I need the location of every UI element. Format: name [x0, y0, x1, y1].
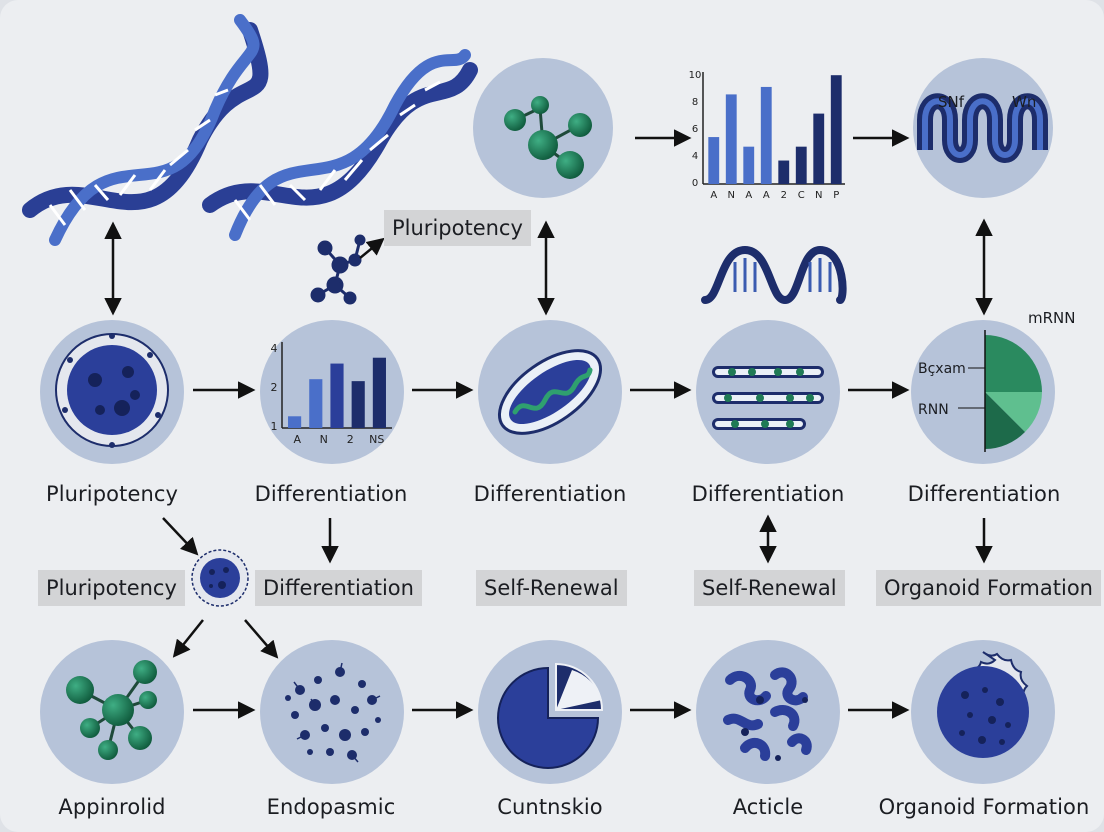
pie-label-mid: Bçxam: [918, 361, 966, 377]
wave-label-right: Wn: [1012, 93, 1036, 111]
x-tick-label: A: [763, 190, 770, 201]
y-tick-label: 6: [692, 124, 698, 135]
bar: [795, 146, 807, 184]
arrow-to-floating-tag: [359, 237, 385, 259]
node-pie-slice: [478, 640, 622, 784]
bar: [760, 86, 772, 184]
y-tick-label: 4: [271, 342, 278, 355]
row4-label-4: Acticle: [732, 795, 804, 819]
x-tick-label: A: [710, 190, 717, 201]
pie-label-bottom: RNN: [918, 402, 949, 418]
wave-label-left: SNf: [938, 93, 965, 111]
bar: [743, 146, 755, 184]
row3-tag-3: Self-Renewal: [476, 570, 627, 606]
node-green-network: [40, 640, 184, 784]
bar: [309, 379, 323, 428]
node-organoid: [911, 640, 1055, 784]
row4-label-3: Cuntnskio: [497, 795, 603, 819]
bar: [778, 160, 790, 184]
x-tick-label: C: [798, 190, 805, 201]
node-scattered-particles: [260, 640, 404, 784]
node-wave: [913, 58, 1053, 198]
x-tick-label: N: [728, 190, 735, 201]
floating-tag-pluripotency: Pluripotency: [384, 210, 531, 246]
arrows: [104, 129, 993, 719]
small-cell-icon: [191, 549, 249, 607]
dna-helix-left: [22, 14, 269, 246]
bar: [351, 381, 365, 428]
y-tick-label: 1: [271, 420, 278, 433]
bar: [708, 137, 720, 184]
x-tick-label: P: [833, 190, 839, 201]
node-endoplasmic-reticulum: [696, 320, 840, 464]
bar: [288, 416, 302, 428]
y-tick-label: 0: [692, 178, 698, 189]
x-tick-label: 2: [347, 433, 354, 446]
y-tick-label: 4: [692, 151, 698, 162]
x-tick-label: 2: [781, 190, 787, 201]
row4-label-5: Organoid Formation: [878, 795, 1090, 819]
row3-tag-5: Organoid Formation: [876, 570, 1101, 606]
bar: [330, 363, 344, 428]
bar: [725, 94, 737, 184]
y-tick-label: 8: [692, 97, 698, 108]
row2-label-5: Differentiation: [907, 482, 1061, 506]
node-protein-folds: [696, 640, 840, 784]
hairpin-rna-icon: [701, 245, 847, 305]
bar: [830, 75, 842, 184]
dna-helix-right: [202, 49, 478, 241]
y-tick-label: 10: [689, 70, 702, 81]
pie-label-top: mRNN: [1028, 309, 1075, 327]
row3-tag-4: Self-Renewal: [694, 570, 845, 606]
small-molecule-icon: [310, 234, 366, 305]
row4-label-1: Appinrolid: [58, 795, 166, 819]
node-pie-chart: [911, 320, 1055, 464]
row2-label-4: Differentiation: [691, 482, 845, 506]
bar: [813, 113, 825, 184]
x-tick-label: NS: [369, 433, 384, 446]
row3-tag-2: Differentiation: [255, 570, 422, 606]
row4-label-2: Endopasmic: [266, 795, 396, 819]
row2-label-3: Differentiation: [473, 482, 627, 506]
node-molecule-cluster: [473, 58, 613, 198]
node-mitochondrion: [478, 320, 622, 464]
x-tick-label: A: [293, 433, 301, 446]
x-tick-label: N: [320, 433, 328, 446]
x-tick-label: N: [815, 190, 822, 201]
node-stem-cell: [40, 320, 184, 464]
y-tick-label: 2: [271, 381, 278, 394]
row2-label-1: Pluripotency: [45, 482, 179, 506]
x-tick-label: A: [745, 190, 752, 201]
row2-label-2: Differentiation: [254, 482, 408, 506]
bar: [372, 357, 386, 428]
row3-tag-1: Pluripotency: [38, 570, 185, 606]
